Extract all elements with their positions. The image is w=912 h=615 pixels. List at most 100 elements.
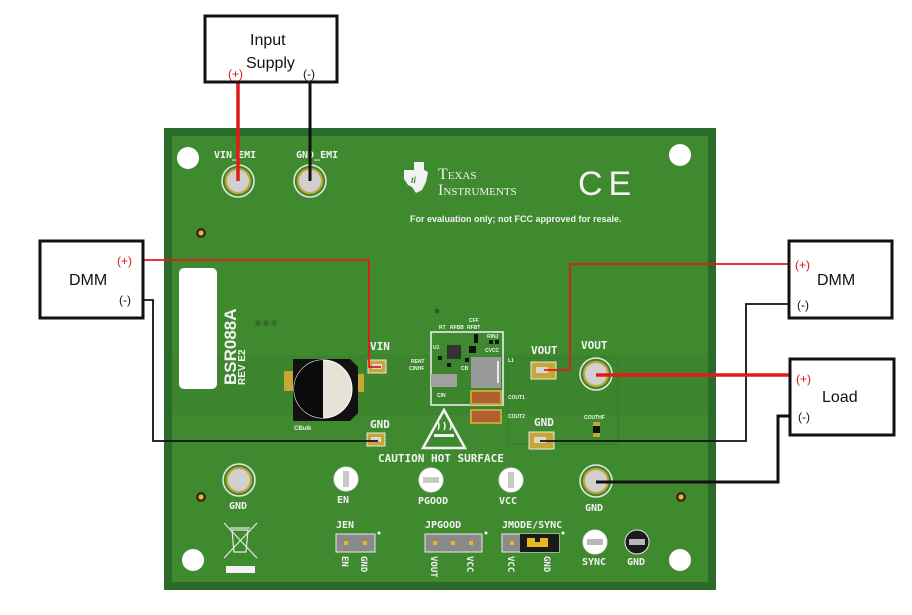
dmm-output-pos: (+): [795, 258, 810, 272]
vout-post-label: VOUT: [581, 339, 608, 352]
capacitor-cout2: [470, 409, 502, 424]
brand-line2: Instruments: [438, 182, 517, 199]
hot-surface-warning: CAUTION HOT SURFACE: [378, 407, 504, 465]
cb-label: CB: [461, 366, 469, 372]
brand-line1: Texas: [438, 166, 477, 183]
shunt-jumper: [527, 538, 548, 547]
label-area: [179, 268, 217, 389]
vias: [196, 228, 686, 502]
vin-emi-label: VIN_EMI: [214, 150, 256, 161]
board-revision: REV E2: [237, 349, 248, 385]
couthf-label: COUTHF: [584, 415, 605, 421]
texas-state-icon: [404, 162, 428, 193]
load-label: Load: [822, 389, 858, 406]
disclaimer-text: For evaluation only; not FCC approved fo…: [410, 214, 622, 224]
dmm-output-neg: (-): [797, 298, 809, 312]
dmm-output-box: DMM (+) (-): [787, 239, 894, 320]
heat-waves-icon: [437, 421, 452, 431]
gnd-bl-label: GND: [229, 501, 247, 512]
cout2-label: COUT2: [508, 414, 525, 420]
wire-dmm-in-positive: [143, 259, 381, 368]
testpoint-pgood: PGOOD: [418, 467, 448, 507]
pgood-label: PGOOD: [418, 496, 448, 507]
ti-mark: ti: [411, 175, 417, 185]
dmm-input-box: DMM (+) (-): [38, 239, 145, 320]
cff-label: CFF: [469, 318, 479, 324]
gnd-out-label: GND: [534, 416, 554, 429]
mounting-hole-tl: [177, 147, 199, 169]
gnd-tp-label: GND: [627, 557, 645, 568]
sync-label: SYNC: [582, 557, 606, 568]
input-supply-box: Input Supply (+) (-): [203, 14, 339, 84]
jpgood-pin2: VCC: [464, 556, 474, 572]
rfbt-label: RFBT: [467, 325, 480, 331]
jmode-pin2: GND: [541, 556, 551, 573]
testpoint-sync: SYNC: [582, 529, 608, 568]
capacitor-cbulk: CBulk: [284, 359, 364, 432]
input-supply-neg: (-): [303, 67, 315, 81]
gnd-emi-label: GND_EMI: [296, 150, 338, 161]
ce-mark: CE: [578, 165, 637, 203]
testpoint-vcc: VCC: [498, 467, 524, 507]
mounting-hole-tr: [669, 144, 691, 166]
mounting-hole-bl: [182, 549, 204, 571]
jumper-jen: JEN EN GND: [335, 520, 381, 573]
wires: [143, 82, 790, 484]
l1-label: L1: [508, 358, 514, 364]
jmode-pin1: VCC: [505, 556, 515, 572]
jumper-jmode-sync: JMODE/SYNC VCC GND: [501, 520, 565, 573]
rinj-label: RINJ: [487, 334, 499, 340]
dmm-output-label: DMM: [817, 272, 855, 289]
jumper-jpgood: JPGOOD VOUT VCC: [424, 520, 488, 578]
en-label: EN: [337, 495, 349, 506]
jpgood-pin1: VOUT: [428, 556, 438, 578]
wire-load-negative: [596, 414, 790, 484]
weee-recycle-icon: [223, 522, 258, 573]
vcc-label: VCC: [499, 496, 517, 507]
vout-pad-label: VOUT: [531, 344, 558, 357]
capacitor-cin: [431, 374, 457, 387]
jpgood-label: JPGOOD: [425, 520, 461, 531]
gnd-br-label: GND: [585, 503, 603, 514]
input-supply-label-1: Input: [250, 32, 286, 49]
converter-module: CFF RT RFBB RFBT RINJ U1 CVCC RENT CINHF…: [409, 318, 525, 424]
cvcc-label: CVCC: [485, 348, 500, 354]
pad-gnd-in: GND: [366, 418, 390, 447]
output-region: [507, 357, 619, 445]
capacitor-cout1: [470, 390, 502, 405]
dmm-input-label: DMM: [69, 272, 107, 289]
rfbb-label: RFBB: [450, 325, 464, 331]
testpoint-en: EN: [333, 466, 359, 506]
caution-text: CAUTION HOT SURFACE: [378, 452, 504, 465]
pcb-board: BSR088A REV E2 ti Texas Instruments CE F…: [164, 128, 716, 590]
vin-label: VIN: [370, 340, 390, 353]
load-neg: (-): [798, 410, 810, 424]
gnd-in-label: GND: [370, 418, 390, 431]
jen-label: JEN: [336, 520, 354, 531]
jmode-label: JMODE/SYNC: [502, 520, 562, 531]
warning-triangle-icon: [420, 407, 468, 450]
cinhf-label: CINHF: [409, 366, 424, 372]
terminal-gnd-bottom-left: GND: [222, 463, 256, 512]
wire-dmm-out-negative: [540, 303, 790, 442]
ti-logo: ti Texas Instruments: [404, 162, 517, 199]
rt-label: RT: [439, 325, 446, 331]
inductor-l1: [471, 357, 501, 388]
cin-label: CIN: [437, 393, 446, 399]
rent-label: RENT: [411, 359, 425, 365]
load-pos: (+): [796, 372, 811, 386]
mounting-hole-br: [669, 549, 691, 571]
cout1-label: COUT1: [508, 395, 525, 401]
wire-dmm-out-positive: [544, 263, 790, 371]
testpoint-gnd: GND: [624, 529, 650, 568]
jen-pin2: GND: [358, 556, 368, 573]
capacitor-couthf: COUTHF: [584, 415, 605, 437]
u1-label: U1: [433, 345, 440, 351]
jen-pin1: EN: [339, 556, 349, 567]
dmm-input-pos: (+): [117, 254, 132, 268]
load-box: Load (+) (-): [788, 357, 896, 437]
dmm-input-neg: (-): [119, 293, 131, 307]
input-supply-pos: (+): [228, 67, 243, 81]
ic-u1: [447, 345, 461, 359]
